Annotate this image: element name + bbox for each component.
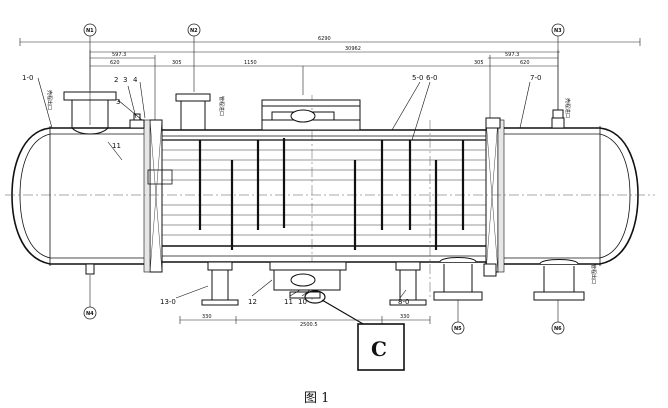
svg-text:N3: N3 bbox=[554, 28, 562, 34]
nozzle-right-top-vent bbox=[485, 109, 565, 129]
nozzle-left-top bbox=[63, 91, 117, 135]
dim-left-small: 305 bbox=[172, 60, 182, 66]
svg-text:1-0: 1-0 bbox=[22, 74, 33, 82]
dim-bottom-a: 330 bbox=[202, 314, 212, 320]
svg-text:11: 11 bbox=[112, 142, 121, 150]
callout-box: C bbox=[357, 323, 405, 371]
nozzle-right-bottom-n5 bbox=[433, 257, 483, 301]
nozzle-left-bottom bbox=[85, 263, 95, 275]
right-tubesheet bbox=[485, 119, 505, 273]
svg-text:N2: N2 bbox=[190, 28, 198, 34]
note-right-bottom: 管程出口 bbox=[590, 264, 597, 284]
dim-bottom-c: 330 bbox=[400, 314, 410, 320]
bottom-dimension-lines bbox=[179, 316, 431, 324]
bubble-n6: N6 bbox=[551, 300, 565, 335]
callout-letter: C bbox=[371, 337, 387, 361]
svg-text:N6: N6 bbox=[554, 326, 562, 332]
dim-right-sub: 620 bbox=[520, 60, 530, 66]
baffles bbox=[198, 138, 465, 250]
note-right-top: 壳程进口 bbox=[564, 98, 571, 118]
bubble-n1: N1 bbox=[83, 23, 97, 90]
svg-text:3: 3 bbox=[123, 76, 127, 84]
bubble-n5: N5 bbox=[451, 300, 465, 335]
note-mid-top: 管程进口 bbox=[218, 96, 225, 116]
bubble-n4: N4 bbox=[83, 275, 97, 320]
nozzle-upper-box bbox=[261, 99, 361, 131]
dim-left-pitch: 597.3 bbox=[112, 52, 126, 58]
svg-text:5-0: 5-0 bbox=[412, 74, 423, 82]
dim-inner: 30962 bbox=[345, 46, 361, 52]
vessel-shell bbox=[11, 126, 639, 266]
dim-center: 1150 bbox=[244, 60, 257, 66]
bubble-n2: N2 bbox=[187, 23, 201, 92]
svg-text:3: 3 bbox=[116, 98, 120, 106]
dim-left-sub: 620 bbox=[110, 60, 120, 66]
dim-overall: 6290 bbox=[318, 36, 331, 42]
nozzle-bottom-center bbox=[269, 261, 347, 299]
right-bottom-drain bbox=[483, 263, 497, 277]
svg-text:N5: N5 bbox=[454, 326, 462, 332]
left-tubesheet bbox=[143, 119, 163, 273]
tube-bundle bbox=[162, 139, 486, 247]
svg-text:6-0: 6-0 bbox=[426, 74, 437, 82]
dim-bottom-b: 2500.5 bbox=[300, 322, 318, 328]
nozzle-right-bottom-n6 bbox=[533, 259, 585, 301]
dim-right-small: 305 bbox=[474, 60, 484, 66]
svg-text:12: 12 bbox=[248, 298, 257, 306]
svg-text:11: 11 bbox=[284, 298, 293, 306]
svg-text:2: 2 bbox=[114, 76, 118, 84]
dim-right-pitch: 597.3 bbox=[505, 52, 519, 58]
part-leaders bbox=[37, 77, 531, 299]
svg-text:4: 4 bbox=[133, 76, 138, 84]
part-label-texts: 1-0 2 3 4 3 5-0 6-0 7-0 8-0 10 11 12 13-… bbox=[22, 74, 541, 306]
bubble-n3: N3 bbox=[551, 23, 565, 120]
svg-text:13-0: 13-0 bbox=[160, 298, 176, 306]
saddle-right bbox=[389, 261, 427, 306]
nozzle-mid-top bbox=[175, 93, 211, 130]
saddle-left bbox=[201, 261, 239, 306]
svg-text:10: 10 bbox=[298, 298, 307, 306]
left-side-stub bbox=[147, 169, 173, 185]
figure-caption: 图 1 bbox=[304, 391, 329, 406]
svg-text:7-0: 7-0 bbox=[530, 74, 541, 82]
svg-text:N1: N1 bbox=[86, 28, 94, 34]
note-left-top: 壳程出口 bbox=[46, 90, 53, 110]
svg-text:8-0: 8-0 bbox=[398, 298, 409, 306]
vent-left-top bbox=[129, 113, 145, 129]
svg-text:N4: N4 bbox=[86, 311, 94, 317]
